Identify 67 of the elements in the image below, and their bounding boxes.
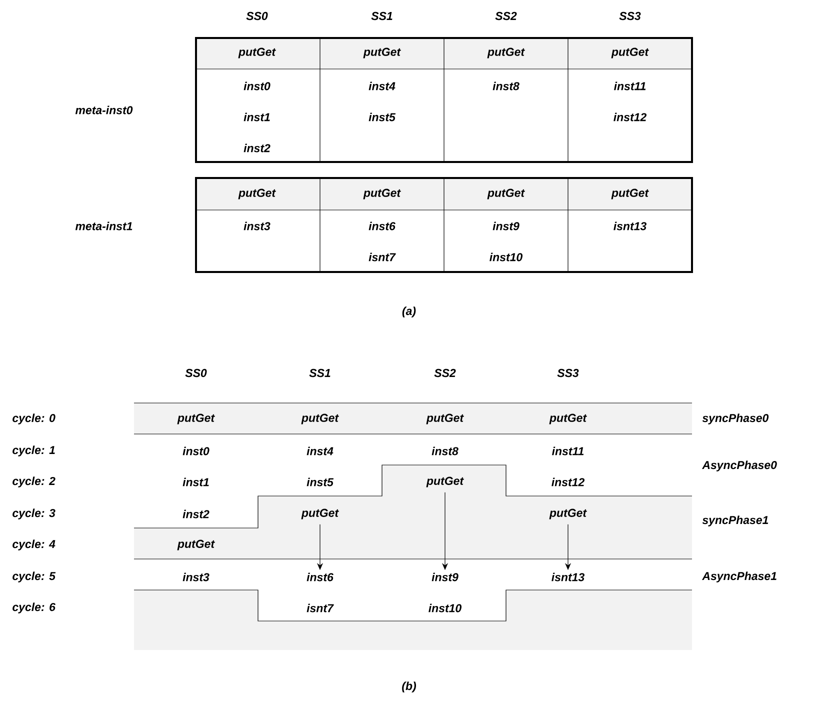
cell-text: inst3 (244, 222, 270, 230)
cell-text: putGet (426, 414, 464, 424)
cell-text: inst9 (432, 572, 458, 582)
cell-text: inst2 (244, 144, 270, 152)
cell-text: inst0 (182, 446, 210, 456)
cell-text: putGet (177, 414, 215, 424)
cell-text: inst4 (368, 82, 396, 90)
header-text: putGet (363, 48, 401, 58)
cell-text: inst8 (432, 446, 458, 456)
cell-text: inst3 (182, 572, 210, 582)
header-text: putGet (487, 188, 525, 200)
cell-text: inst11 (552, 446, 584, 456)
cell-text: inst5 (368, 112, 396, 122)
cell-text: isnt13 (614, 222, 646, 230)
row-label: meta-inst1 (75, 222, 132, 230)
cell-text: inst9 (492, 222, 520, 230)
cell-text: isnt7 (306, 604, 334, 612)
header-text: putGet (611, 48, 649, 58)
header-text: putGet (363, 188, 401, 200)
cell-text: isnt7 (368, 252, 396, 262)
caption: (b) (402, 682, 416, 692)
phase-label: syncPhase1 (702, 516, 768, 526)
cell-text: inst4 (306, 446, 334, 456)
row-label: cycle: 0 (12, 414, 56, 424)
header-text: putGet (238, 188, 276, 200)
row-label: cycle: 6 (12, 602, 56, 614)
cell-text: inst2 (182, 510, 210, 518)
column-header: SS2 (495, 12, 517, 20)
row-label: cycle: 4 (12, 540, 56, 550)
cell-text: putGet (426, 476, 464, 488)
cell-text: inst5 (306, 478, 334, 486)
header-text: putGet (611, 188, 649, 200)
cell-text: putGet (301, 414, 339, 424)
cell-text: isnt13 (552, 572, 584, 582)
cell-text: putGet (301, 508, 339, 520)
cell-text: inst6 (306, 572, 334, 582)
cell-text: inst10 (428, 604, 462, 612)
column-header: SS2 (434, 368, 456, 378)
cell-text: putGet (549, 414, 587, 424)
cell-text: putGet (549, 508, 587, 520)
row-label: cycle: 5 (12, 572, 56, 582)
phase-label: AsyncPhase0 (702, 460, 777, 472)
column-header: SS3 (619, 12, 641, 20)
cell-text: inst12 (552, 478, 584, 486)
phase-label: AsyncPhase1 (702, 572, 776, 582)
cell-text: inst11 (614, 82, 646, 90)
row-label: cycle: 1 (12, 446, 55, 456)
cell-text: inst8 (492, 82, 520, 90)
cell-text: inst0 (244, 82, 270, 90)
cell-text: inst1 (182, 478, 209, 486)
cell-text: inst1 (244, 112, 270, 122)
header-text: putGet (487, 48, 525, 58)
cell-text: putGet (177, 540, 215, 550)
row-label: cycle: 2 (12, 476, 56, 488)
row-label: cycle: 3 (12, 508, 56, 520)
column-header: SS3 (557, 368, 579, 378)
column-header: SS1 (371, 12, 392, 20)
header-text: putGet (238, 48, 276, 58)
phase-label: syncPhase0 (702, 414, 769, 424)
column-header: SS0 (246, 12, 268, 20)
cell-text: inst12 (614, 112, 646, 122)
column-header: SS1 (309, 368, 330, 378)
row-label: meta-inst0 (75, 106, 133, 114)
caption: (a) (402, 306, 416, 318)
cell-text: inst10 (490, 252, 523, 262)
column-header: SS0 (185, 368, 207, 378)
cell-text: inst6 (368, 222, 396, 230)
